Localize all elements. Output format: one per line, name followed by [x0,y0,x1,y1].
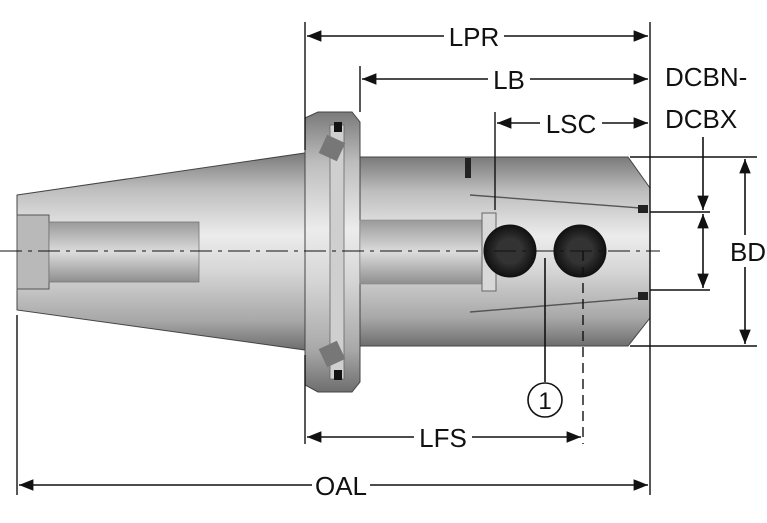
bore-marker-bottom [638,205,648,213]
dim-lfs-label: LFS [419,423,467,453]
key-top [334,122,342,132]
drive-slot-top [318,134,346,162]
inner-bore [48,221,200,283]
bore-marker-top [465,158,471,178]
retention-end [16,214,50,290]
inner-taper-top [469,194,641,209]
bore-marker-bottom2 [638,292,648,300]
dim-bd-label: BD [730,237,766,267]
dim-lsc-label: LSC [546,109,597,139]
flange-groove [329,124,345,380]
callout-number: 1 [538,388,551,415]
key-bottom [334,370,342,380]
dim-oal-label: OAL [315,471,367,501]
dim-dcbx-label: DCBX [665,104,737,134]
extension-lines [16,22,757,495]
drive-slot-bottom [318,340,346,368]
bore-section [359,219,483,285]
inner-taper-bottom [469,297,641,313]
dim-dcbn-label: DCBN- [665,62,747,92]
dim-lpr-label: LPR [449,22,500,52]
callout-circle [527,382,563,418]
dim-lb-label: LB [493,65,525,95]
